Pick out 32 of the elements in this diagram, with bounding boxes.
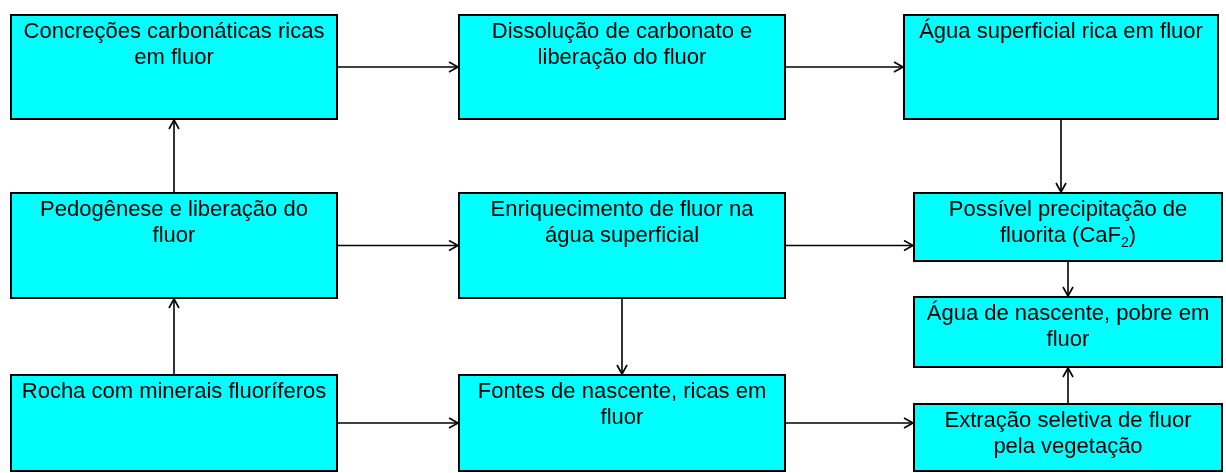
box-text: Extração seletiva de fluor pela vegetação — [943, 407, 1193, 459]
process-box — [10, 374, 338, 472]
arrow — [785, 61, 904, 73]
box-text: Possível precipitação de fluorita (CaF$_{2}$) — [947, 196, 1189, 248]
process-box — [903, 14, 1219, 120]
arrow — [337, 239, 459, 252]
box-text: Concreções carbonáticas ricas em fluor — [22, 18, 326, 70]
arrow — [616, 298, 628, 375]
process-box — [10, 192, 338, 299]
process-box — [458, 192, 786, 299]
process-box — [10, 14, 338, 120]
box-text: Água superficial rica em fluor — [919, 18, 1203, 44]
box-text: Enriquecimento de fluor na água superficial — [489, 196, 755, 248]
arrow — [785, 417, 914, 429]
box-text: Água de nascente, pobre em fluor — [925, 300, 1211, 352]
process-box — [913, 296, 1223, 368]
process-box — [458, 374, 786, 472]
box-text: Dissolução de carbonato e liberação do fluor — [490, 18, 754, 70]
arrow — [785, 239, 914, 252]
arrow — [1062, 367, 1074, 404]
arrow — [337, 417, 459, 429]
arrow — [168, 298, 180, 375]
process-box — [913, 403, 1223, 472]
arrow — [1062, 261, 1074, 297]
process-box — [913, 192, 1223, 262]
arrow — [337, 61, 459, 73]
box-text: Fontes de nascente, ricas em fluor — [476, 378, 768, 430]
process-box — [458, 14, 786, 120]
arrow — [1055, 119, 1067, 193]
box-text: Rocha com minerais fluoríferos — [21, 378, 327, 404]
arrow — [168, 119, 180, 193]
box-text: Pedogênese e liberação do fluor — [39, 196, 309, 248]
